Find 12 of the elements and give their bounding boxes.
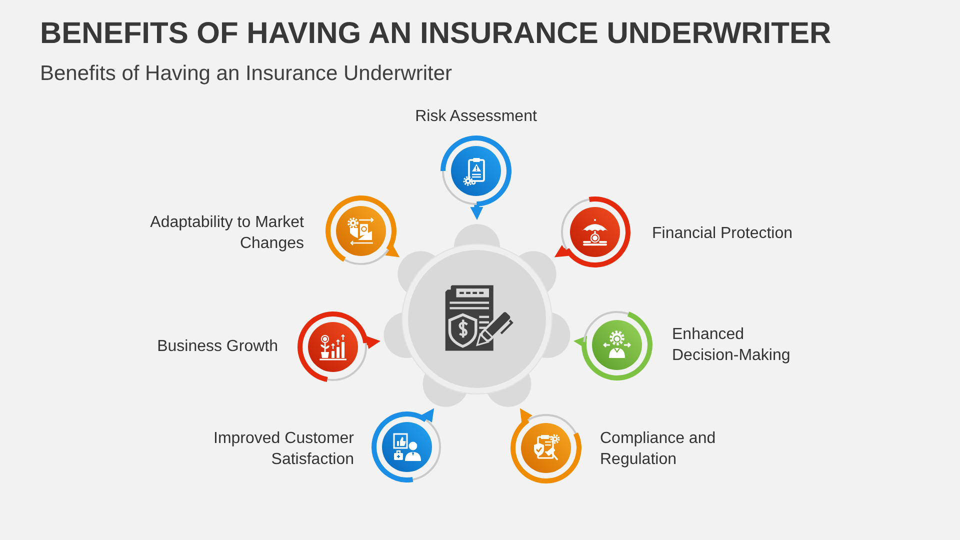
subtitle: Benefits of Having an Insurance Underwriter <box>40 60 452 86</box>
arrow <box>365 336 380 350</box>
benefit-label: Financial Protection <box>652 224 794 244</box>
benefit-label: Improved Customer Satisfaction <box>212 428 354 470</box>
benefit-label: Business Growth <box>156 336 278 356</box>
page-title: BENEFITS OF HAVING AN INSURANCE UNDERWRITER <box>40 16 832 52</box>
benefit-label: Risk Assessment <box>414 106 538 126</box>
benefit-label: Enhanced Decision-Making <box>672 324 792 366</box>
arrow <box>574 336 588 349</box>
benefit-label: Adaptability to Market Changes <box>149 212 304 254</box>
arrow <box>470 204 484 220</box>
benefit-label: Compliance and Regulation <box>600 428 717 470</box>
